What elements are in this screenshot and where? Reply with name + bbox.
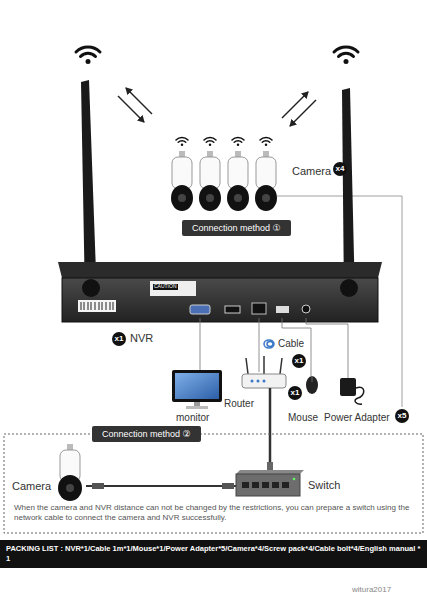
cable-plug	[222, 483, 234, 489]
mouse-icon	[306, 376, 318, 394]
part-name: monitor	[176, 412, 209, 424]
wifi-icon	[334, 47, 358, 64]
signal-arrow	[126, 88, 152, 114]
part-name: Switch	[308, 479, 340, 492]
camera-group	[171, 138, 277, 211]
signal-arrow	[290, 100, 316, 126]
method-tag: Connection method ①	[182, 220, 291, 236]
part-name: Camera	[12, 480, 51, 493]
node-text: Connection method ②	[102, 429, 191, 439]
watermark: witura2017	[352, 585, 391, 594]
nvr-recorder	[58, 262, 382, 322]
method-tag: Connection method ②	[92, 426, 201, 442]
camera-icon	[58, 444, 82, 501]
part-name: NVR	[130, 332, 153, 345]
cable-plug	[92, 483, 104, 489]
part-name: Camera	[292, 165, 331, 178]
signal-arrow	[118, 96, 144, 122]
part-name: Router	[224, 398, 254, 410]
monitor-icon	[172, 370, 222, 409]
node-text: Connection method ①	[192, 223, 281, 233]
signal-arrow	[282, 92, 308, 118]
callout-number: x4	[333, 162, 347, 176]
note-text: When the camera and NVR distance can not…	[14, 503, 414, 524]
callout-number: x1	[288, 386, 302, 400]
part-name: Power Adapter	[324, 412, 390, 424]
node-text: PACKING LIST : NVR*1/Cable 1m*1/Mouse*1/…	[6, 544, 421, 564]
dotted-frame	[4, 434, 423, 533]
leader-line	[200, 318, 348, 378]
part-name: Cable	[278, 338, 304, 350]
packing-list-band: PACKING LIST : NVR*1/Cable 1m*1/Mouse*1/…	[0, 540, 427, 568]
cable-icon	[264, 340, 274, 348]
power-adapter-icon	[340, 378, 364, 404]
network-cable	[86, 485, 236, 487]
callout-number: x5	[395, 409, 409, 423]
network-cable	[269, 388, 272, 472]
sticker-text: CAUTION	[153, 284, 178, 290]
wifi-icon	[76, 47, 100, 64]
router-icon	[242, 356, 286, 388]
callout-number: x1	[292, 354, 306, 368]
part-name: Mouse	[288, 412, 318, 424]
switch-icon	[236, 470, 304, 496]
callout-number: x1	[112, 332, 126, 346]
